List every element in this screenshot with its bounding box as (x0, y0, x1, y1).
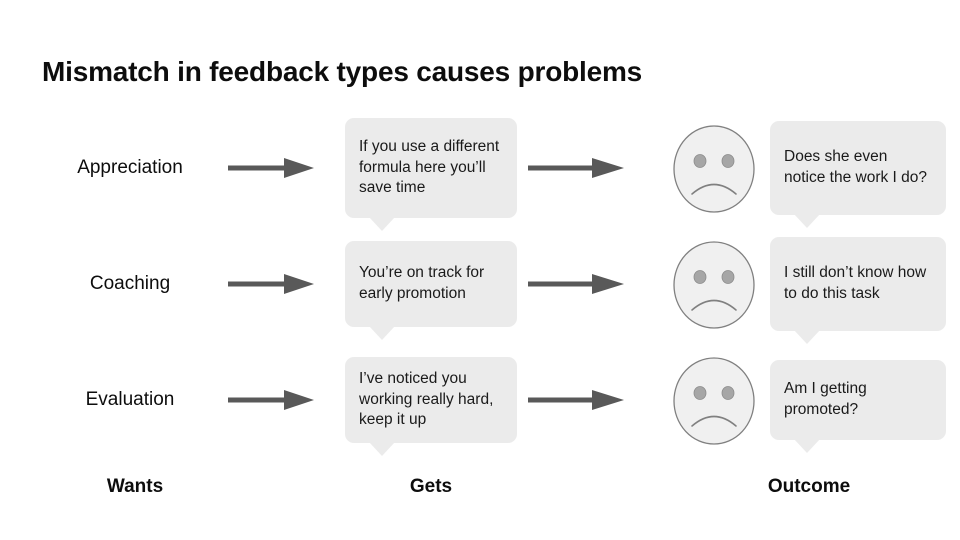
gets-bubble: I’ve noticed you working really hard, ke… (345, 357, 517, 456)
column-footer-gets: Gets (409, 476, 453, 497)
arrow-right-icon (528, 229, 638, 339)
column-footer-wants: Wants (106, 476, 164, 497)
gets-bubble: You’re on track for early promotion (345, 241, 517, 340)
sad-face-icon (672, 241, 756, 329)
gets-bubble-text: I’ve noticed you working really hard, ke… (359, 369, 494, 429)
sad-face-icon (672, 125, 756, 213)
outcome-bubble-text: Am I getting promoted? (784, 380, 867, 418)
table-row: Evaluation I’ve noticed you working real… (0, 345, 960, 456)
column-footer-outcome: Outcome (767, 476, 851, 497)
arrow-right-icon (228, 113, 328, 223)
outcome-bubble: I still don’t know how to do this task (770, 237, 946, 344)
want-label-coaching: Coaching (89, 273, 171, 294)
table-row: Appreciation If you use a different form… (0, 113, 960, 231)
want-label-evaluation: Evaluation (85, 389, 175, 410)
want-label-appreciation: Appreciation (77, 157, 183, 178)
gets-bubble-text: If you use a different formula here you’… (359, 137, 500, 197)
table-row: Coaching You’re on track for early promo… (0, 229, 960, 344)
gets-bubble: If you use a different formula here you’… (345, 118, 517, 231)
outcome-bubble: Am I getting promoted? (770, 360, 946, 453)
arrow-right-icon (528, 345, 638, 455)
outcome-bubble: Does she even notice the work I do? (770, 121, 946, 228)
arrow-right-icon (228, 345, 328, 455)
arrow-right-icon (528, 113, 638, 223)
outcome-bubble-text: I still don’t know how to do this task (784, 264, 927, 302)
sad-face-icon (672, 357, 756, 445)
gets-bubble-text: You’re on track for early promotion (359, 264, 485, 302)
arrow-right-icon (228, 229, 328, 339)
outcome-bubble-text: Does she even notice the work I do? (784, 148, 928, 186)
page-title: Mismatch in feedback types causes proble… (42, 56, 643, 87)
